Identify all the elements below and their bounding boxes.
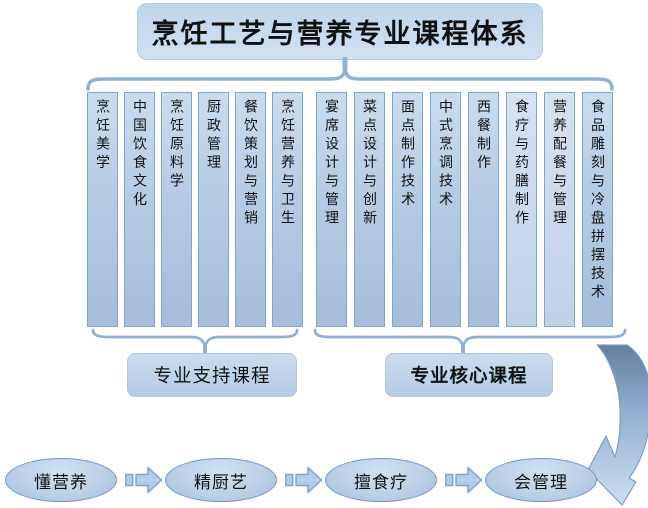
outcome-ellipse: 懂营养 <box>5 458 117 502</box>
course-column: 厨政管理 <box>198 92 229 327</box>
course-column: 餐饮策划与营销 <box>235 92 266 327</box>
course-column-label: 中式烹调技术 <box>438 99 454 210</box>
outcome-flow: 懂营养 精厨艺 擅食疗 会管理 <box>5 458 597 502</box>
support-course-group: 烹饪美学 中国饮食文化 烹饪原料学 厨政管理 餐饮策划与营销 烹饪营养与卫生 <box>87 92 303 327</box>
course-column: 食品雕刻与冷盘拼摆技术 <box>582 92 613 327</box>
diagram-title: 烹饪工艺与营养专业课程体系 <box>137 3 543 60</box>
course-column: 烹饪营养与卫生 <box>272 92 303 327</box>
course-column: 中式烹调技术 <box>430 92 461 327</box>
flow-arrow-icon <box>285 466 323 494</box>
course-column-label: 餐饮策划与营销 <box>243 99 259 229</box>
course-column: 中国饮食文化 <box>124 92 155 327</box>
course-column: 面点制作技术 <box>392 92 423 327</box>
course-column-label: 西餐制作 <box>476 99 492 173</box>
outcome-ellipse: 会管理 <box>485 458 597 502</box>
course-column-label: 烹饪营养与卫生 <box>280 99 296 229</box>
course-column-label: 宴席设计与管理 <box>324 99 340 229</box>
course-column-label: 食疗与药膳制作 <box>514 99 530 229</box>
course-column-label: 中国饮食文化 <box>132 99 148 210</box>
outcome-ellipse: 精厨艺 <box>165 458 277 502</box>
core-course-group: 宴席设计与管理 菜点设计与创新 面点制作技术 中式烹调技术 西餐制作 食疗与药膳制作 营养配… <box>316 92 613 327</box>
course-column-label: 烹饪原料学 <box>169 99 185 192</box>
flow-arrow-icon <box>445 466 483 494</box>
flow-arrow-icon <box>125 466 163 494</box>
course-column-label: 烹饪美学 <box>95 99 111 173</box>
curved-down-arrow-icon <box>587 344 648 506</box>
outcome-ellipse: 擅食疗 <box>325 458 437 502</box>
course-column: 营养配餐与管理 <box>544 92 575 327</box>
core-courses-label: 专业核心课程 <box>385 353 553 397</box>
support-group-brace <box>91 328 299 348</box>
course-column: 烹饪美学 <box>87 92 118 327</box>
course-column-label: 厨政管理 <box>206 99 222 173</box>
course-column: 烹饪原料学 <box>161 92 192 327</box>
top-brace <box>86 68 614 91</box>
core-group-brace <box>313 328 627 348</box>
support-courses-label: 专业支持课程 <box>127 353 297 397</box>
course-column: 西餐制作 <box>468 92 499 327</box>
course-column: 宴席设计与管理 <box>316 92 347 327</box>
course-column-label: 食品雕刻与冷盘拼摆技术 <box>590 99 606 303</box>
course-column-label: 营养配餐与管理 <box>552 99 568 229</box>
course-column: 食疗与药膳制作 <box>506 92 537 327</box>
course-column: 菜点设计与创新 <box>354 92 385 327</box>
course-column-label: 面点制作技术 <box>400 99 416 210</box>
course-column-label: 菜点设计与创新 <box>362 99 378 229</box>
